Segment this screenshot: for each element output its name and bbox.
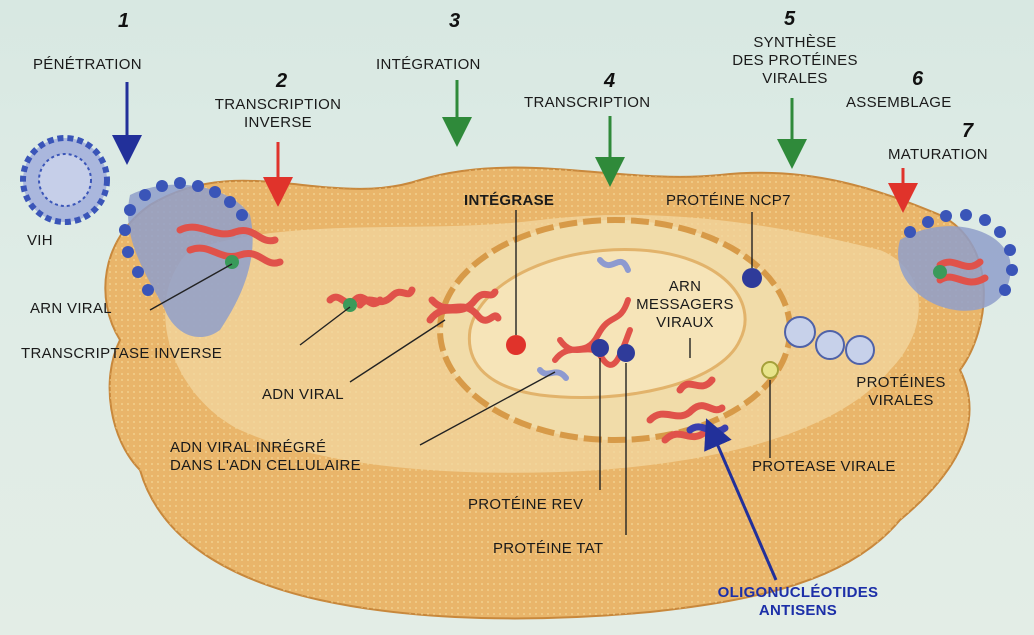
hiv-virion [23, 138, 107, 222]
oligonucleotides-line1: OLIGONUCLÉOTIDES [668, 584, 928, 602]
step5-label: SYNTHÈSE DES PROTÉINES VIRALES [715, 34, 875, 88]
step3-label: INTÉGRATION [376, 56, 481, 73]
proteine-ncp7-label: PROTÉINE NCP7 [666, 192, 791, 209]
step1-label: PÉNÉTRATION [33, 56, 142, 73]
ncp7-protein [742, 268, 762, 288]
step6-label: ASSEMBLAGE [846, 94, 952, 111]
oligonucleotides-line2: ANTISENS [668, 602, 928, 620]
protease-label: PROTEASE VIRALE [752, 458, 896, 475]
proteines-virales-label: PROTÉINES VIRALES [826, 374, 976, 410]
step1-number: 1 [118, 10, 129, 33]
proteines-virales-line2: VIRALES [826, 392, 976, 410]
proteine-rev-label: PROTÉINE REV [468, 496, 583, 513]
step2-label: TRANSCRIPTION INVERSE [178, 96, 378, 132]
arn-messagers-line2: MESSAGERS [625, 296, 745, 314]
protease-molecule [762, 362, 778, 378]
step5-label-line2: DES PROTÉINES [715, 52, 875, 70]
vih-label: VIH [27, 232, 53, 249]
step4-number: 4 [604, 70, 615, 93]
step7-label: MATURATION [888, 146, 988, 163]
arn-messagers-line3: VIRAUX [625, 314, 745, 332]
adn-viral-label: ADN VIRAL [262, 386, 344, 403]
tat-protein [617, 344, 635, 362]
arn-viral-label: ARN VIRAL [30, 300, 112, 317]
transcriptase-label: TRANSCRIPTASE INVERSE [21, 345, 222, 362]
step5-number: 5 [784, 8, 795, 31]
step2-label-line2: INVERSE [178, 114, 378, 132]
step3-number: 3 [449, 10, 460, 33]
adn-integre-label: ADN VIRAL INRÉGRÉ DANS L'ADN CELLULAIRE [170, 439, 361, 475]
step2-label-line1: TRANSCRIPTION [178, 96, 378, 114]
step4-label: TRANSCRIPTION [524, 94, 650, 111]
oligonucleotides-label: OLIGONUCLÉOTIDES ANTISENS [668, 584, 928, 620]
arn-messagers-label: ARN MESSAGERS VIRAUX [625, 278, 745, 332]
step7-number: 7 [962, 120, 973, 143]
adn-integre-line2: DANS L'ADN CELLULAIRE [170, 457, 361, 475]
step5-label-line1: SYNTHÈSE [715, 34, 875, 52]
integrase-label: INTÉGRASE [464, 192, 554, 209]
step2-number: 2 [276, 70, 287, 93]
proteine-tat-label: PROTÉINE TAT [493, 540, 603, 557]
arn-messagers-line1: ARN [625, 278, 745, 296]
adn-integre-line1: ADN VIRAL INRÉGRÉ [170, 439, 361, 457]
proteines-virales-line1: PROTÉINES [826, 374, 976, 392]
step6-number: 6 [912, 68, 923, 91]
integrase-molecule [506, 335, 526, 355]
rev-protein [591, 339, 609, 357]
step5-label-line3: VIRALES [715, 70, 875, 88]
rt-molecule-3 [933, 265, 947, 279]
